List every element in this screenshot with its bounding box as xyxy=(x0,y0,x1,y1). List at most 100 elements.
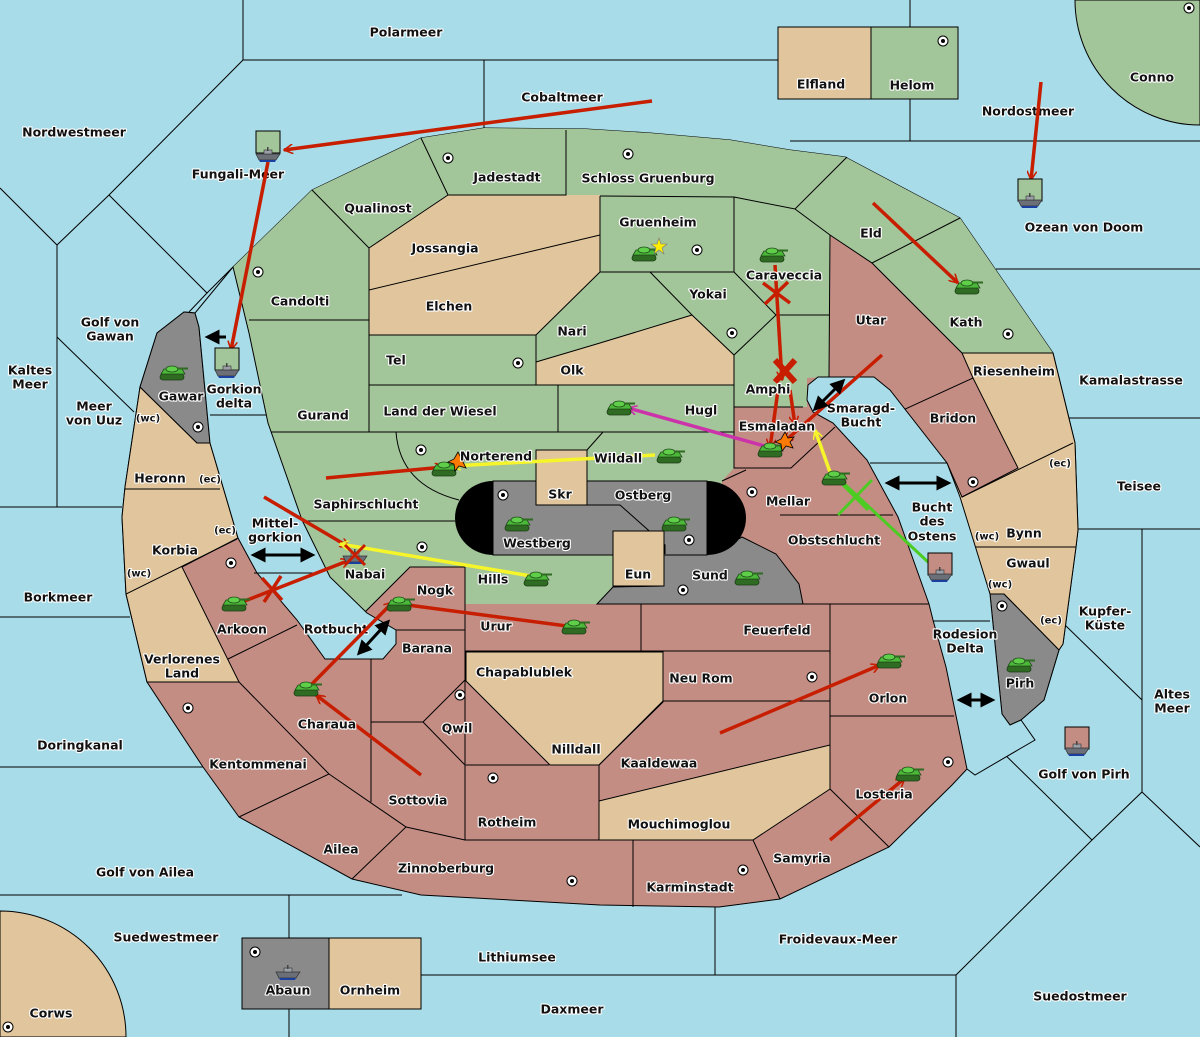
province-label: Nabai xyxy=(345,567,386,582)
province-label: Neu Rom xyxy=(669,671,732,686)
supply-center-icon xyxy=(2,1021,14,1033)
province-label: Hills xyxy=(478,572,509,587)
sea-label: Lithiumsee xyxy=(478,950,556,965)
supply-center-icon xyxy=(996,600,1008,612)
explosion-icon xyxy=(773,431,795,452)
supply-center-icon xyxy=(1183,2,1195,14)
smaragd-channel[interactable] xyxy=(806,376,1036,776)
supply-center-icon xyxy=(937,35,949,47)
orders xyxy=(204,81,1043,842)
continent xyxy=(121,127,1079,908)
supply-center-icon xyxy=(737,864,749,876)
sea-label: Ostens xyxy=(908,529,957,544)
sea-label: Ozean von Doom xyxy=(1025,220,1144,235)
move-arrow xyxy=(871,201,958,285)
province-label: Skr xyxy=(548,487,572,502)
supply-center-icon xyxy=(566,875,578,887)
province-label: Elfland xyxy=(797,77,845,92)
province-label: Caraveccia xyxy=(746,268,822,283)
cross-icon xyxy=(772,357,798,385)
sea-label: Kaltes xyxy=(8,363,52,378)
province-label: Olk xyxy=(560,363,584,378)
cross-icon xyxy=(260,280,792,603)
gorkion-channel[interactable] xyxy=(194,265,397,660)
supply-center-icon xyxy=(497,489,509,501)
supply-center-icon xyxy=(249,946,261,958)
province-label: Heronn xyxy=(134,471,186,486)
sea-label: Suedwestmeer xyxy=(114,930,220,945)
province-label: Charaua xyxy=(298,717,356,732)
sea-label: Doringkanal xyxy=(37,738,123,753)
sea-label: Küste xyxy=(1085,618,1125,633)
sea-label: Bucht xyxy=(912,500,953,515)
supply-center-icon xyxy=(691,244,703,256)
province-label: Gurand xyxy=(297,408,349,423)
elfland-region[interactable] xyxy=(777,26,872,100)
sea-label: Froidevaux-Meer xyxy=(779,932,898,947)
sea-label: Golf von Ailea xyxy=(96,865,194,880)
explosion-icon xyxy=(446,451,468,472)
province-label: Land xyxy=(165,666,199,681)
province-label: Utar xyxy=(856,313,888,328)
coast-labels: (wc) (ec) (ec) (wc) (ec) (wc) (wc) (ec) xyxy=(126,413,1072,628)
move-arrow xyxy=(284,99,653,150)
province-label: Sund xyxy=(692,568,728,583)
move-arrow xyxy=(236,560,350,606)
province-label: Jossangia xyxy=(410,241,478,256)
province-label: Bynn xyxy=(1006,526,1041,541)
sea-label: Rodesion xyxy=(933,627,998,642)
center-left-cap xyxy=(455,481,493,555)
supply-center-icon xyxy=(746,486,758,498)
province-label: Barana xyxy=(402,641,452,656)
province-label: Jadestadt xyxy=(472,170,540,185)
coast-label: (ec) xyxy=(214,526,236,537)
eun-region[interactable] xyxy=(612,530,665,587)
sea-label: Meer xyxy=(12,377,48,392)
move-arrow xyxy=(719,665,880,735)
province-label: Nilldall xyxy=(551,742,600,757)
province-label: Mouchimoglou xyxy=(628,817,731,832)
province-label: Elchen xyxy=(426,299,473,314)
bridon-region[interactable] xyxy=(902,377,1019,498)
coast-label: (wc) xyxy=(136,414,160,425)
province-label: Obstschlucht xyxy=(788,533,880,548)
move-arrow xyxy=(325,467,444,480)
move-arrow xyxy=(305,600,395,691)
support-hold-line xyxy=(836,476,930,564)
province-label: Norterend xyxy=(460,449,532,464)
move-arrow xyxy=(773,264,782,380)
province-label: Yokai xyxy=(688,287,727,302)
sea-label: Meer xyxy=(76,399,112,414)
province-label: Esmaladan xyxy=(739,419,815,434)
province-label: Wildall xyxy=(594,451,642,466)
province-label: Pirh xyxy=(1006,676,1035,691)
province-label: Gawar xyxy=(159,389,205,404)
province-label: Conno xyxy=(1130,70,1175,85)
sea-label: Bucht xyxy=(841,415,882,430)
cross-icon xyxy=(343,543,367,567)
supply-center-icon xyxy=(487,772,499,784)
province-label: Losteria xyxy=(855,787,912,802)
conno-region[interactable] xyxy=(1074,0,1200,126)
sea-label: Meer xyxy=(1154,701,1190,716)
sea-label: Kupfer- xyxy=(1079,604,1132,619)
province-label: Ailea xyxy=(323,842,358,857)
supply-center-icon xyxy=(454,689,466,701)
corws-region[interactable] xyxy=(0,910,127,1037)
province-label: Orlon xyxy=(869,691,908,706)
province-label: Gwaul xyxy=(1006,556,1049,571)
sea-labels: Polarmeer Cobaltmeer Nordwestmeer Fungal… xyxy=(7,23,1192,1017)
move-arrow xyxy=(231,161,270,350)
supply-center-icon xyxy=(726,327,738,339)
supply-center-icon xyxy=(252,266,264,278)
move-arrow xyxy=(770,389,780,448)
sea-label: Teisee xyxy=(1117,479,1161,494)
province-label: Tel xyxy=(386,353,406,368)
province-label: Urur xyxy=(480,619,512,634)
ornheim-region[interactable] xyxy=(328,937,422,1010)
star-icon xyxy=(650,237,668,255)
supply-center-icon xyxy=(942,756,954,768)
adjacency-arrow xyxy=(356,619,391,656)
